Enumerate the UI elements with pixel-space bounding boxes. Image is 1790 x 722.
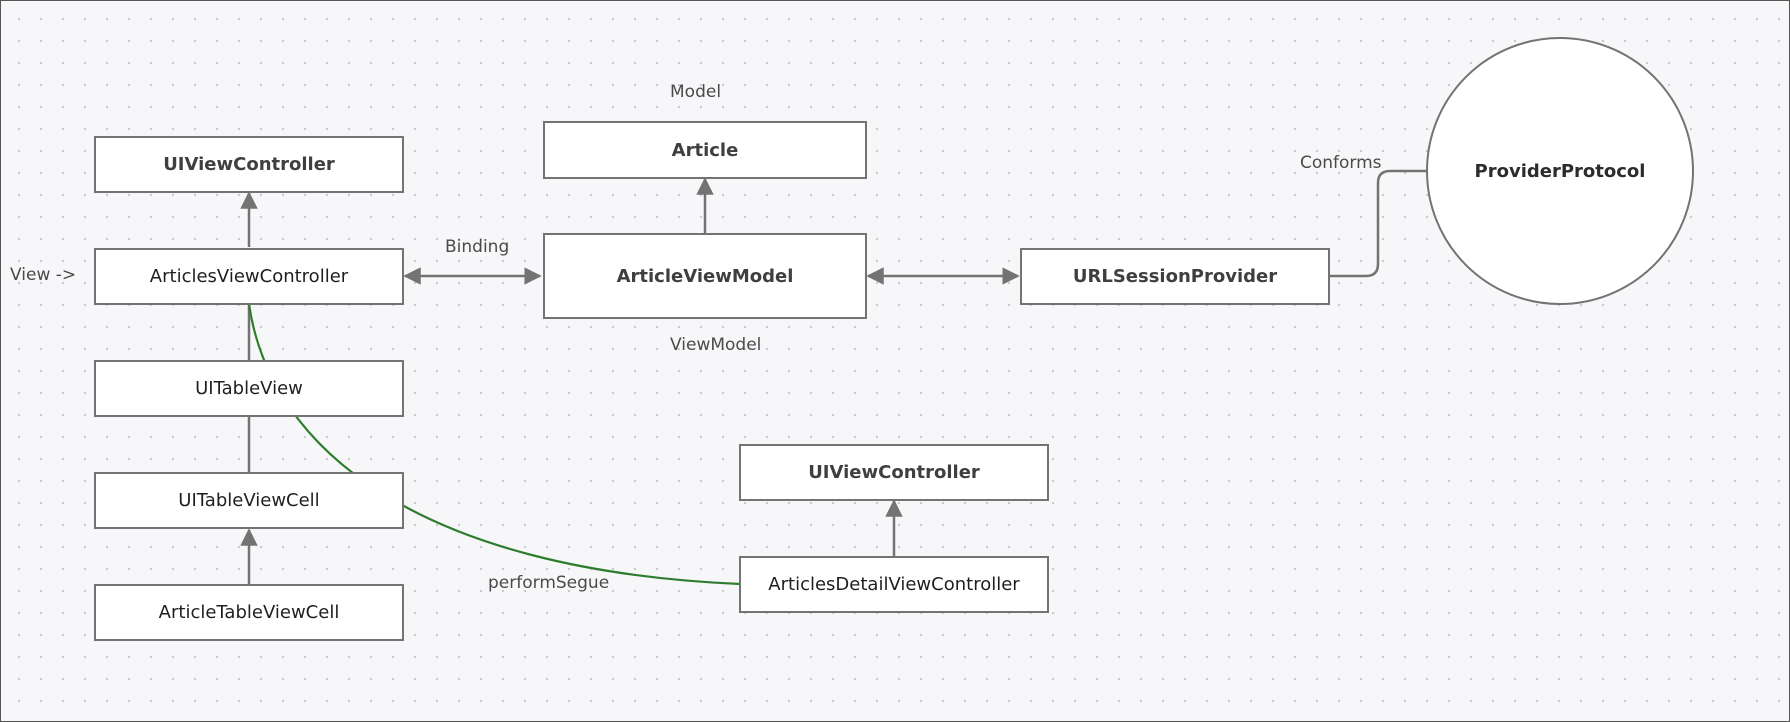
uiviewcontroller-detail-box[interactable]: UIViewController [739,444,1049,501]
article-box[interactable]: Article [543,121,867,179]
article-view-model-box[interactable]: ArticleViewModel [543,233,867,319]
view-arrow-label: View -> [10,265,77,285]
url-session-provider-box[interactable]: URLSessionProvider [1020,248,1330,305]
provider-protocol-circle[interactable]: ProviderProtocol [1426,37,1694,305]
viewmodel-label: ViewModel [670,335,762,355]
articles-detail-view-controller-box[interactable]: ArticlesDetailViewController [739,556,1049,613]
perform-segue-curve [247,303,741,586]
uitableview-box[interactable]: UITableView [94,360,404,417]
perform-segue-label: performSegue [488,573,610,593]
conforms-connector [1330,169,1426,278]
article-table-view-cell-box[interactable]: ArticleTableViewCell [94,584,404,641]
conforms-label: Conforms [1300,153,1382,173]
binding-label: Binding [445,237,510,257]
uitableviewcell-box[interactable]: UITableViewCell [94,472,404,529]
uiviewcontroller-box[interactable]: UIViewController [94,136,404,193]
model-label: Model [670,82,722,102]
articles-view-controller-box[interactable]: ArticlesViewController [94,248,404,305]
